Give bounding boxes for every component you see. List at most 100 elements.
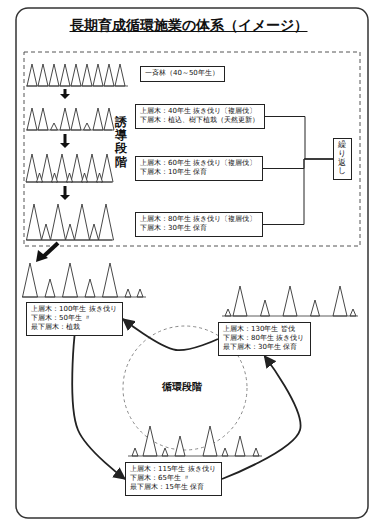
- transition-arrow: [44, 243, 58, 256]
- cycle-arrow: [222, 356, 301, 479]
- tree-icon: [261, 300, 270, 316]
- stage-label: 循環段階: [162, 380, 202, 394]
- tree-icon: [103, 263, 118, 297]
- tree-icon: [49, 64, 59, 86]
- tree-icon: [162, 448, 168, 456]
- tree-icon: [41, 154, 53, 182]
- cycle-arrow: [123, 319, 218, 350]
- tree-icon: [27, 64, 37, 86]
- tree-icon: [37, 173, 43, 182]
- stage-arrow-head: [60, 143, 70, 148]
- box-text: 最下層木：15年生 保育: [130, 483, 217, 492]
- box-text: 上層木：100年生 抜き伐り: [31, 305, 118, 314]
- tree-icon: [38, 108, 48, 130]
- cycle-arrow: [72, 336, 125, 479]
- tree-icon: [143, 426, 157, 456]
- tree-icon: [93, 64, 103, 86]
- tree-icon: [51, 204, 66, 240]
- tree-icon: [93, 108, 103, 130]
- tree-icon: [104, 64, 114, 86]
- box-text: 上層木：80年生 抜き伐り〔複層伐〕: [140, 215, 258, 224]
- tree-icon: [104, 108, 114, 130]
- tree-icon: [333, 286, 347, 316]
- ground-line: [22, 297, 146, 298]
- tree-icon: [85, 279, 95, 297]
- tree-icon: [75, 204, 90, 240]
- box-text: 最下層木：植栽: [31, 323, 118, 332]
- tree-icon: [52, 173, 58, 182]
- transition-arrow-head: [36, 250, 48, 262]
- stage-label: 誘導段階: [115, 116, 127, 169]
- tree-icon: [84, 123, 91, 130]
- tree-icon: [137, 289, 143, 297]
- box-text: 上層木：40年生 抜き伐り〔複層伐〕: [140, 107, 260, 116]
- tree-icon: [56, 154, 68, 182]
- stage-box: 上層木：100年生 抜き伐り下層木：50年生 〃最下層木：植栽: [26, 302, 123, 336]
- box-text: 最下層木：30年生 保育: [223, 343, 306, 352]
- stage-box: 上層木：130年生 皆伐下層木：80年生 抜き伐り最下層木：30年生 保育: [218, 322, 311, 356]
- tree-icon: [71, 154, 83, 182]
- note-box: 繰り返し: [333, 138, 352, 180]
- box-text: 下層木：30年生 保育: [140, 224, 258, 233]
- ground-line: [222, 316, 358, 317]
- tree-icon: [175, 436, 185, 456]
- tree-icon: [233, 286, 247, 316]
- tree-icon: [23, 263, 38, 297]
- tree-icon: [82, 64, 92, 86]
- tree-icon: [26, 154, 38, 182]
- tree-icon: [350, 309, 356, 316]
- tree-icon: [60, 64, 70, 86]
- stage-box: 上層木：115年生 抜き伐り下層木：65年生 〃最下層木：15年生 保育: [125, 462, 222, 496]
- tree-icon: [283, 286, 297, 316]
- stage-box: 一斉林（40～50年生）: [140, 66, 225, 82]
- tree-icon: [82, 173, 88, 182]
- stage-box: 上層木：60年生 抜き伐り〔複層伐〕下層木：10年生 保育: [135, 156, 263, 181]
- bracket-line: [265, 117, 333, 160]
- tree-icon: [63, 263, 78, 297]
- box-text: 下層木：80年生 抜き伐り: [223, 334, 306, 343]
- ground-line: [26, 240, 112, 241]
- tree-icon: [67, 173, 73, 182]
- tree-icon: [253, 448, 259, 456]
- tree-icon: [115, 64, 125, 86]
- diagram-title: 長期育成循環施業の体系（イメージ）: [0, 17, 377, 35]
- tree-icon: [90, 224, 99, 240]
- box-text: 上層木：60年生 抜き伐り〔複層伐〕: [140, 159, 258, 168]
- induction-region: [24, 52, 360, 246]
- tree-icon: [38, 64, 48, 86]
- tree-icon: [42, 224, 51, 240]
- ground-line: [26, 86, 128, 87]
- tree-icon: [311, 300, 320, 316]
- tree-icon: [27, 108, 37, 130]
- tree-icon: [125, 289, 131, 297]
- box-text: 上層木：115年生 抜き伐り: [130, 465, 217, 474]
- tree-icon: [99, 204, 114, 240]
- stage-arrow: [64, 186, 67, 196]
- tree-icon: [45, 279, 55, 297]
- stage-arrow-head: [60, 195, 70, 200]
- bracket-line: [263, 159, 333, 169]
- outer-frame: [16, 8, 368, 518]
- tree-icon: [86, 154, 98, 182]
- tree-icon: [27, 204, 42, 240]
- box-text: 一斉林（40～50年生）: [145, 69, 220, 78]
- tree-icon: [51, 123, 58, 130]
- tree-icon: [203, 426, 217, 456]
- ground-line: [128, 456, 262, 457]
- box-text: 下層木：65年生 〃: [130, 474, 217, 483]
- bracket-line: [263, 159, 333, 225]
- tree-icon: [222, 448, 228, 456]
- box-text: 上層木：130年生 皆伐: [223, 325, 306, 334]
- box-text: 下層木：10年生 保育: [140, 168, 258, 177]
- tree-icon: [60, 108, 70, 130]
- tree-icon: [71, 108, 81, 130]
- stage-arrow-head: [60, 94, 70, 99]
- box-text: 繰り返し: [338, 141, 346, 176]
- ground-line: [26, 182, 112, 183]
- box-text: 下層木：50年生 〃: [31, 314, 118, 323]
- tree-icon: [132, 448, 138, 456]
- tree-icon: [101, 154, 113, 182]
- tree-icon: [66, 224, 75, 240]
- stage-box: 上層木：40年生 抜き伐り〔複層伐〕下層木：植込、樹下植栽（天然更新）: [135, 104, 265, 129]
